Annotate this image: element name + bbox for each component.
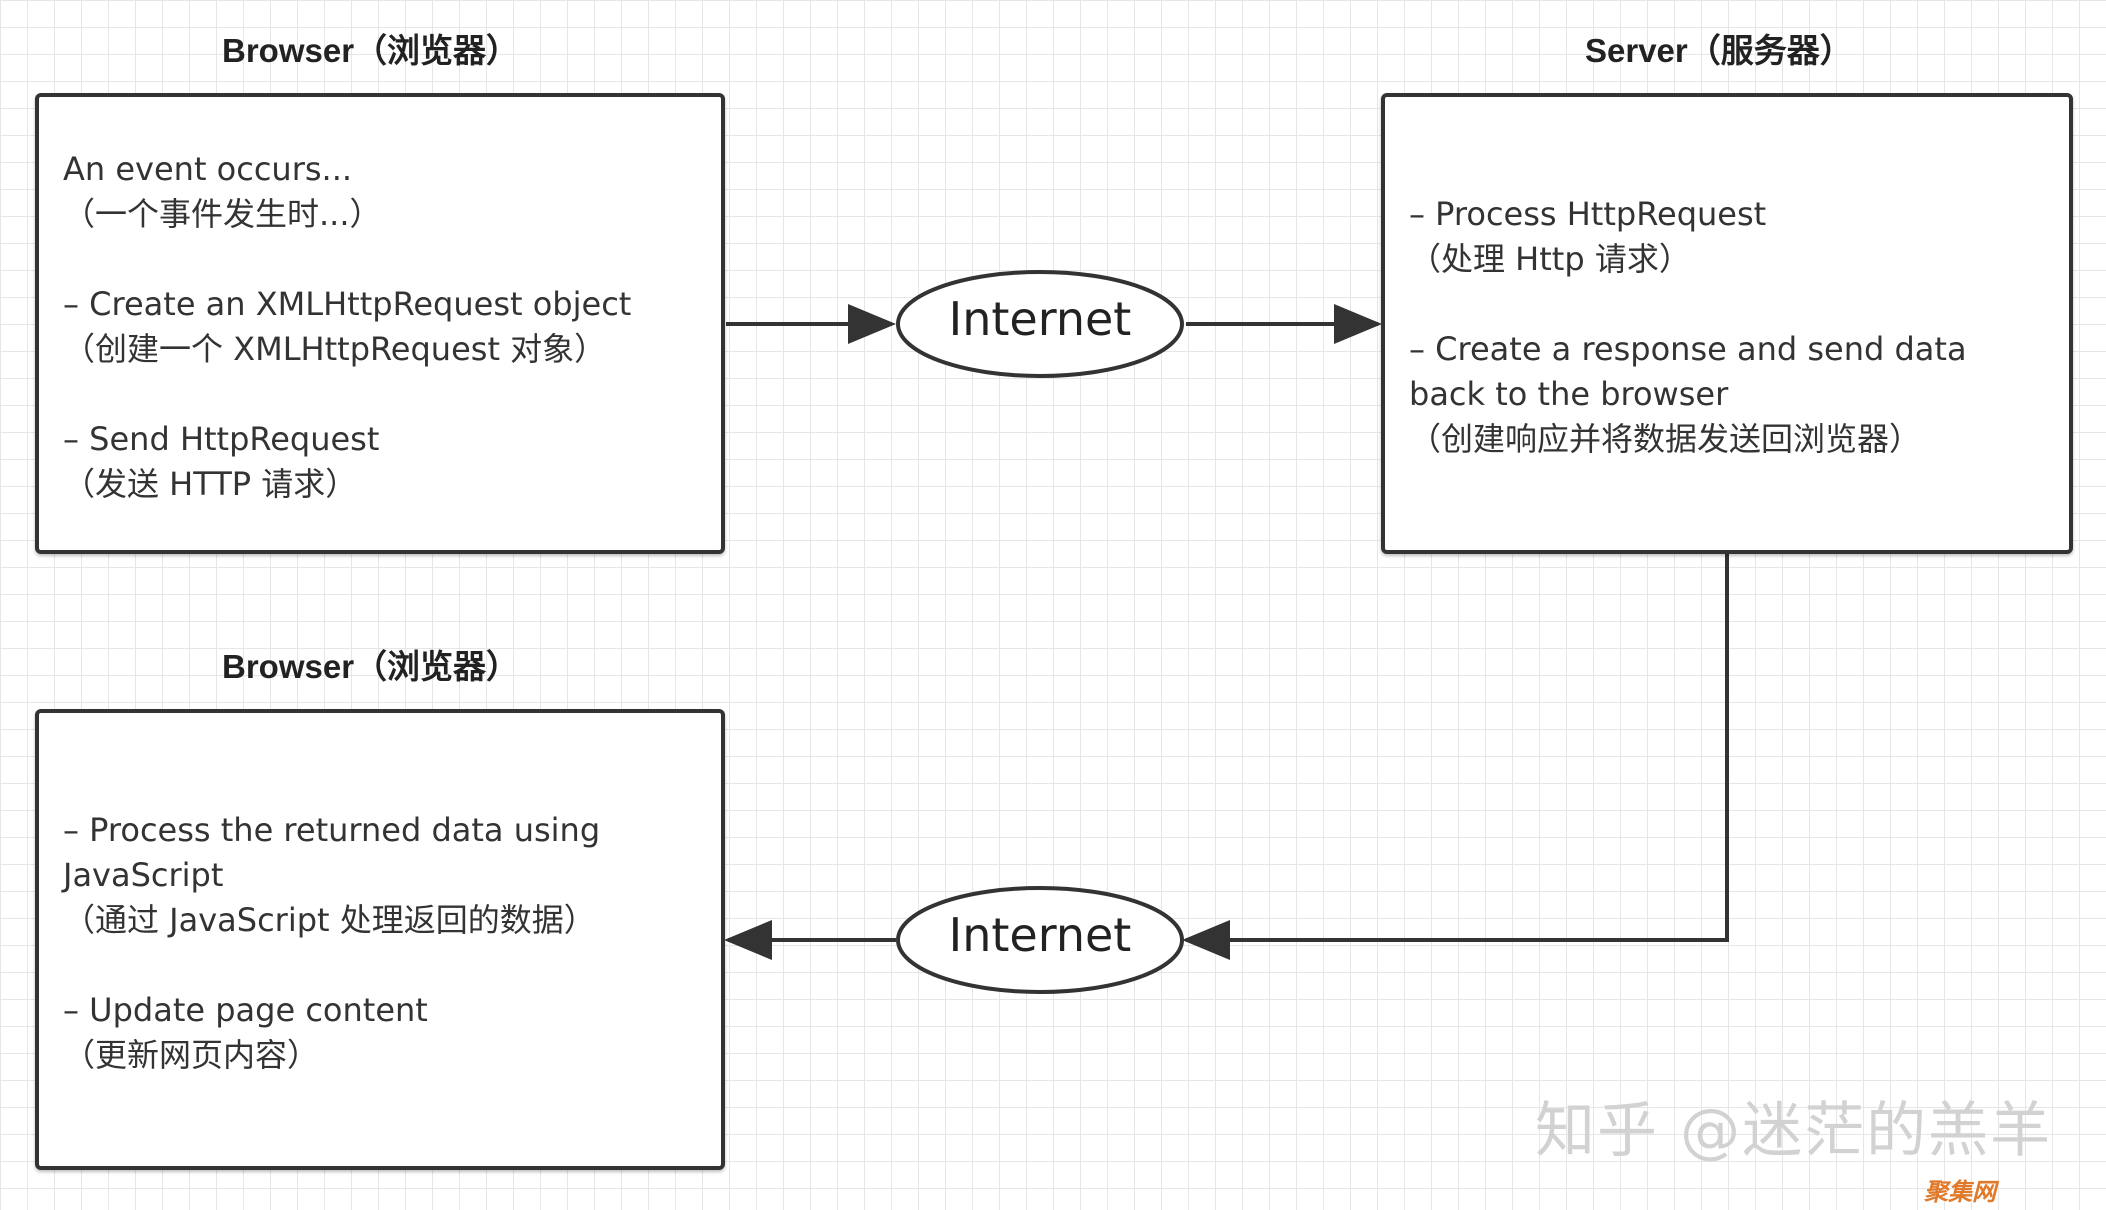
- internet-label-top: Internet: [948, 292, 1132, 346]
- text-line: – Process the returned data using: [63, 811, 601, 849]
- internet-label-bottom: Internet: [948, 908, 1132, 962]
- browser-heading-bottom: Browser（浏览器）: [222, 648, 520, 685]
- internet-ellipse-top: [896, 270, 1184, 378]
- browser-box-top: An event occurs... （一个事件发生时...） – Create…: [35, 93, 725, 554]
- watermark-text: 知乎 @迷茫的羔羊: [1535, 1096, 2053, 1166]
- text-line: （创建响应并将数据发送回浏览器）: [1409, 420, 1922, 458]
- text-line: – Create an XMLHttpRequest object: [63, 285, 632, 323]
- text-line: – Process HttpRequest: [1409, 195, 1767, 233]
- text-line: （发送 HTTP 请求）: [63, 465, 358, 503]
- text-line: – Create a response and send data: [1409, 330, 1967, 368]
- text-line: An event occurs...: [63, 150, 353, 188]
- server-heading: Server（服务器）: [1585, 32, 1853, 69]
- stamp-logo: 聚集网: [1924, 1178, 1996, 1206]
- text-line: （创建一个 XMLHttpRequest 对象）: [63, 330, 607, 368]
- text-line: （更新网页内容）: [63, 1036, 320, 1074]
- text-line: – Send HttpRequest: [63, 420, 380, 458]
- arrow-server-to-internet: [1182, 554, 1729, 960]
- text-line: （通过 JavaScript 处理返回的数据）: [63, 901, 596, 939]
- text-line: – Update page content: [63, 991, 428, 1029]
- internet-ellipse-bottom: [896, 886, 1184, 994]
- browser-heading-top: Browser（浏览器）: [222, 32, 520, 69]
- text-line: JavaScript: [63, 856, 224, 894]
- server-box: – Process HttpRequest （处理 Http 请求） – Cre…: [1381, 93, 2073, 554]
- text-line: （处理 Http 请求）: [1409, 240, 1691, 278]
- browser-box-bottom: – Process the returned data using JavaSc…: [35, 709, 725, 1170]
- text-line: back to the browser: [1409, 375, 1729, 413]
- text-line: （一个事件发生时...）: [63, 195, 382, 233]
